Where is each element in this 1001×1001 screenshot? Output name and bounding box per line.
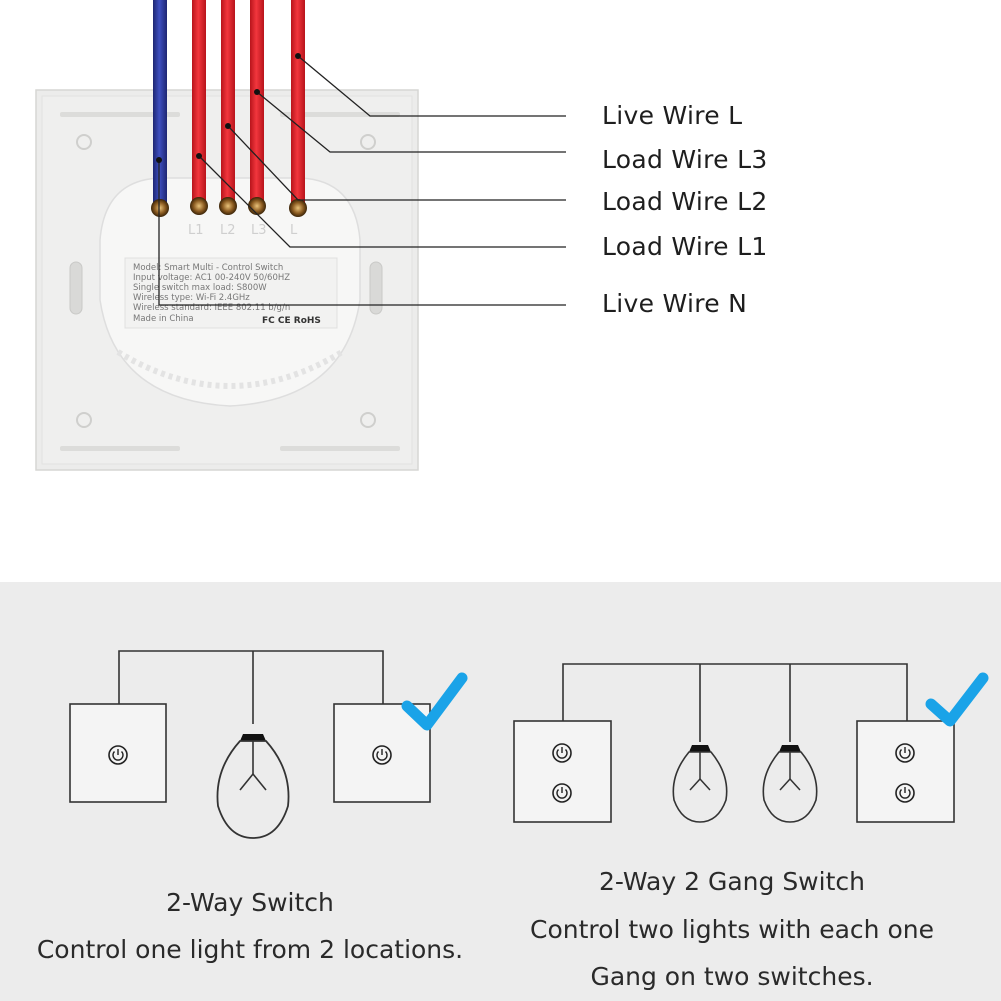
label-load-wire-l1: Load Wire L1 (602, 232, 768, 261)
module-housing: L1 L2 L3 L Model: Smart Multi - Control … (99, 177, 361, 407)
spec-wireless-type: Wireless type: Wi-Fi 2.4GHz (133, 293, 250, 303)
terminal-screw-n (151, 199, 169, 217)
terminal-screw-l1 (190, 197, 208, 215)
light-bulb-icon (672, 745, 728, 823)
two-gang-title: 2-Way 2 Gang Switch (599, 867, 865, 896)
light-bulb-icon (216, 734, 290, 839)
leader-load-l3 (256, 91, 566, 153)
two-way-title: 2-Way Switch (166, 888, 334, 917)
leader-live-l (297, 55, 566, 117)
terminal-screw-l3 (248, 197, 266, 215)
gang-switch-right (856, 720, 955, 823)
terminal-screw-l (289, 199, 307, 217)
light-bulb-icon (762, 745, 818, 823)
spec-max-load: Single switch max load: S800W (133, 283, 267, 293)
label-load-wire-l3: Load Wire L3 (602, 145, 768, 174)
label-load-wire-l2: Load Wire L2 (602, 187, 768, 216)
power-icon (108, 745, 128, 765)
terminal-label-l3: L3 (251, 223, 267, 238)
diagram-panel (0, 582, 1001, 1001)
load-wire-l2 (221, 0, 235, 208)
power-icon (895, 783, 915, 803)
label-live-wire-n: Live Wire N (602, 289, 747, 318)
terminal-label-l: L (290, 223, 298, 238)
gang-switch-left (513, 720, 612, 823)
terminal-label-l1: L1 (188, 223, 204, 238)
terminal-screw-l2 (219, 197, 237, 215)
power-icon (552, 783, 572, 803)
live-wire-l (291, 0, 305, 208)
power-icon (895, 743, 915, 763)
neutral-wire (153, 0, 167, 208)
load-wire-l3 (250, 0, 264, 208)
leader-lines (158, 55, 566, 306)
terminal-label-l2: L2 (220, 223, 236, 238)
two-way-description: Control one light from 2 locations. (37, 935, 463, 964)
spec-origin: Made in China (133, 314, 194, 324)
power-icon (372, 745, 392, 765)
leader-load-l2 (227, 125, 566, 201)
leader-live-n (158, 160, 566, 306)
power-icon (552, 743, 572, 763)
label-live-wire-l: Live Wire L (602, 101, 742, 130)
leader-load-l1 (198, 155, 566, 248)
two-gang-diagram (513, 663, 955, 823)
load-wire-l1 (192, 0, 206, 208)
two-gang-description-2: Gang on two switches. (590, 962, 873, 991)
spec-wireless-standard: Wireless standard: IEEE 802.11 b/g/n (133, 303, 290, 313)
certification-marks: FC CE RoHS (262, 316, 321, 326)
two-gang-description-1: Control two lights with each one (530, 915, 934, 944)
wires (151, 0, 307, 217)
check-icon (925, 672, 989, 727)
spec-model: Model: Smart Multi - Control Switch (133, 263, 283, 273)
check-icon (401, 672, 468, 731)
spec-voltage: Input voltage: AC1 00-240V 50/60HZ (133, 273, 290, 283)
